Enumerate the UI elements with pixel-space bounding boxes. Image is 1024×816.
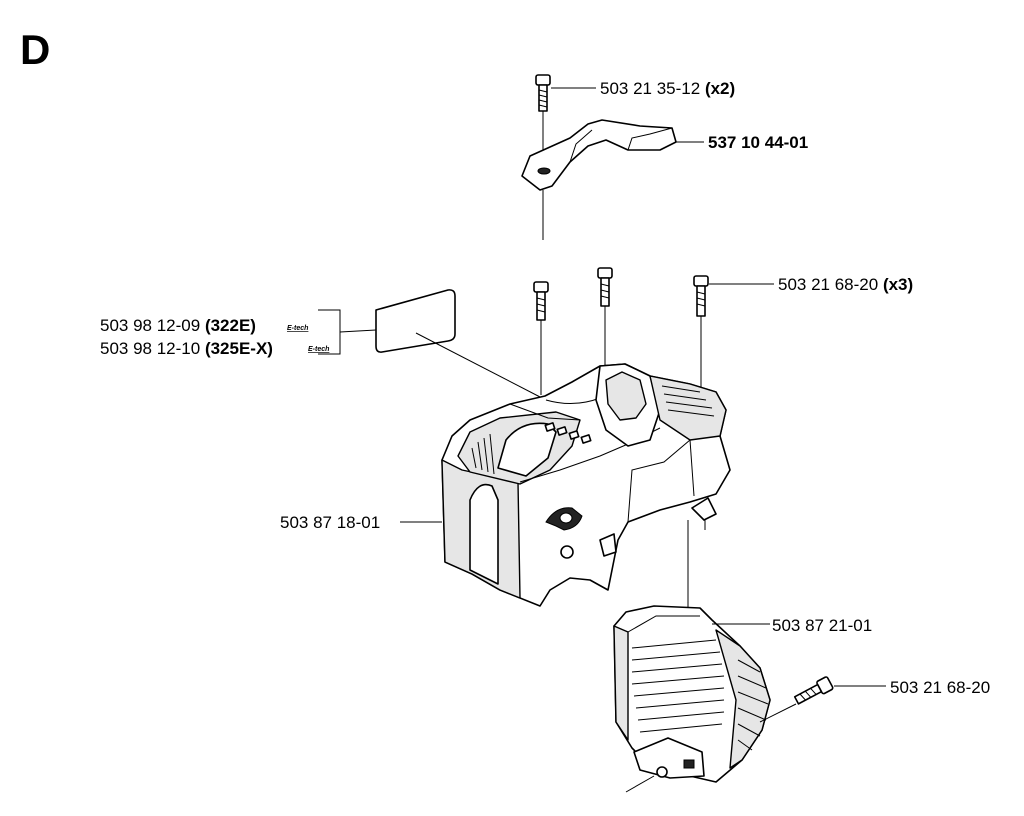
etech-logo-322e: E-tech xyxy=(287,325,308,332)
label-screws-mid: 503 21 68-20 (x3) xyxy=(778,275,913,294)
etech-logo-325ex: E-tech xyxy=(308,346,329,353)
sheet-letter: D xyxy=(20,26,50,73)
decal xyxy=(375,289,456,353)
main-cover xyxy=(441,363,731,607)
leader-screw-bottom-axis xyxy=(759,703,797,723)
label-screw-bottom: 503 21 68-20 xyxy=(890,678,990,697)
label-cover: 503 87 18-01 xyxy=(280,513,380,532)
leader-decal xyxy=(339,329,377,333)
label-decal-322e: 503 98 12-09 (322E) xyxy=(100,316,256,335)
label-decal-325ex: 503 98 12-10 (325E-X) xyxy=(100,339,273,358)
label-cylinder-cover: 503 87 21-01 xyxy=(772,616,872,635)
leader-decal-to-cover xyxy=(415,332,543,399)
label-screw-top: 503 21 35-12 (x2) xyxy=(600,79,735,98)
label-bracket: 537 10 44-01 xyxy=(708,133,808,152)
screw-mid-1 xyxy=(533,281,549,395)
cylinder-cover xyxy=(613,605,771,793)
screw-mid-3 xyxy=(693,275,709,530)
screw-top xyxy=(535,74,551,160)
bracket xyxy=(521,119,677,240)
screw-bottom xyxy=(793,676,834,705)
